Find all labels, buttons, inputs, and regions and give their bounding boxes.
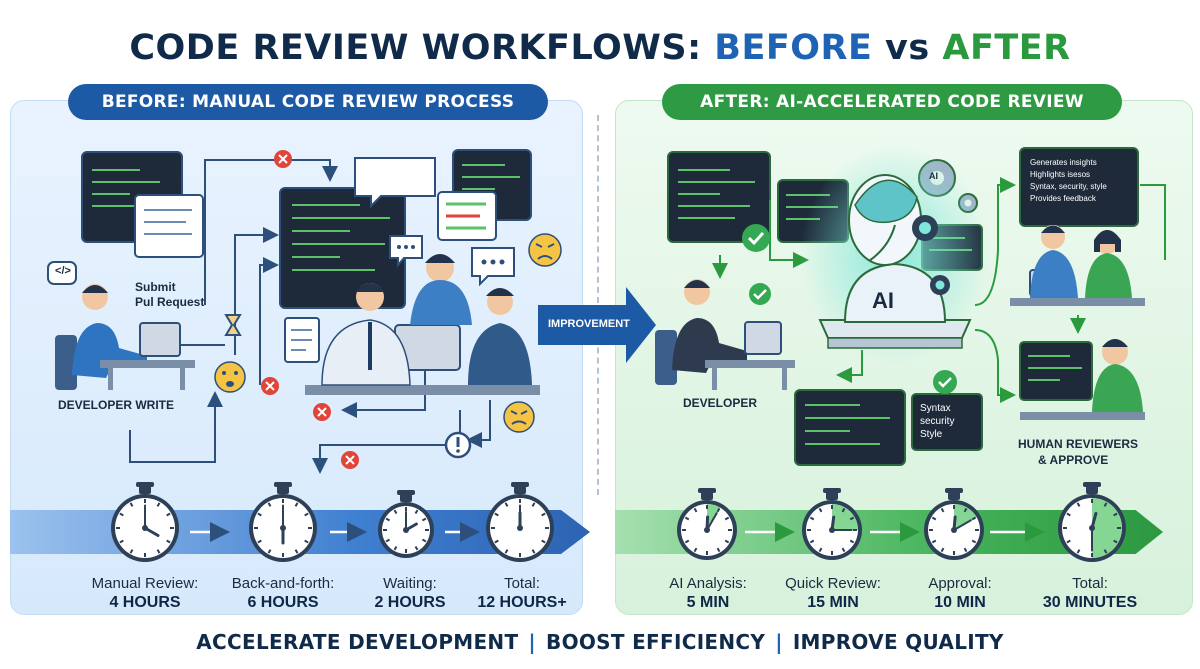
before-pr-document [134,194,204,258]
check-item: security [920,416,955,427]
footer-separator: | [528,630,537,654]
insight-item: Provides feedback [1030,194,1096,203]
alert-icon [444,431,472,459]
stopwatch-icon [924,488,984,560]
before-developer-label: DEVELOPER WRITE [58,398,175,412]
error-x-icon [341,451,359,469]
annoyed-face-icon [503,401,535,433]
after-stage-ai-analysis: AI Analysis: 5 MIN [638,575,778,612]
before-reviewer-group [305,254,540,395]
before-stopwatches [111,482,554,562]
document-stack-icon [284,317,320,363]
reviewers-label-line1: HUMAN REVIEWERS [1018,437,1139,451]
speech-bubble-3 [471,247,515,287]
stage-name: Quick Review: [785,575,881,592]
stage-name: Manual Review: [91,575,199,592]
after-reviewer-bottom [1019,339,1145,420]
footer-item: BOOST EFFICIENCY [546,630,766,654]
error-x-icon [274,150,292,168]
after-stopwatches [677,482,1126,562]
after-stage-quick-review: Quick Review: 15 MIN [763,575,903,612]
speech-bubble-2 [389,235,423,268]
before-stage-total: Total: 12 HOURS+ [452,575,592,612]
code-tag-label: </> [55,265,71,277]
title-before-word: BEFORE [714,28,873,68]
ai-label: AI [872,288,894,313]
before-stage-back-and-forth: Back-and-forth: 6 HOURS [213,575,353,612]
after-developer-label: DEVELOPER [683,396,758,410]
insights-list: Generates insights Highlights isesos Syn… [1030,157,1107,205]
stage-name: Total: [1072,575,1108,592]
after-developer-figure [655,279,795,390]
anxious-face-icon [214,361,246,393]
improvement-label: IMPROVEMENT [548,318,630,330]
insights-panel [1019,147,1139,227]
stage-name: Approval: [928,575,992,592]
stage-value: 10 MIN [934,594,986,611]
after-code-window-4 [794,389,906,466]
stage-name: Back-and-forth: [231,575,335,592]
reviewers-label-line2: & APPROVE [1038,453,1109,467]
stage-value: 2 HOURS [374,594,446,611]
ai-gear-label: AI [929,171,938,181]
insight-item: Highlights isesos [1030,170,1091,179]
check-item: Style [920,429,943,440]
speech-bubble-1 [354,157,436,209]
stopwatch-icon [378,490,434,558]
stopwatch-icon [802,488,862,560]
main-title: CODE REVIEW WORKFLOWS: BEFORE vs AFTER [0,28,1200,68]
before-developer-figure [55,284,195,390]
insight-item: Generates insights [1030,158,1097,167]
checks-panel [911,393,983,451]
checks-list: Syntax security Style [920,402,954,441]
check-icon [742,224,770,252]
footer-item: ACCELERATE DEVELOPMENT [196,630,519,654]
submit-label-line2: Pul Request [135,295,205,309]
submit-label-line1: Submit [135,280,176,294]
before-comment-panel [437,191,497,241]
stopwatch-icon [677,488,737,560]
check-item: Syntax [920,403,951,414]
footer-item: IMPROVE QUALITY [792,630,1004,654]
before-stage-waiting: Waiting: 2 HOURS [340,575,480,612]
stage-name: AI Analysis: [669,575,747,592]
stopwatch-icon [486,482,554,562]
stopwatch-icon [1058,482,1126,562]
code-tag-bubble [47,261,77,285]
after-code-window-1 [667,151,771,243]
after-header: AFTER: AI-ACCELERATED CODE REVIEW [662,84,1122,120]
error-x-icon [261,377,279,395]
stage-value: 4 HOURS [109,594,181,611]
stage-value: 12 HOURS+ [477,594,567,611]
stage-value: 30 MINUTES [1042,594,1138,611]
angry-face-icon [528,233,562,267]
stage-name: Waiting: [383,575,437,592]
stage-value: 6 HOURS [247,594,319,611]
check-icon [933,370,957,394]
stage-name: Total: [504,575,540,592]
error-x-icon [313,403,331,421]
improvement-arrow [538,287,656,363]
before-code-window-2 [279,187,406,309]
before-flow-arrows [129,159,491,474]
stopwatch-icon [111,482,179,562]
footer-separator: | [775,630,783,654]
stage-value: 5 MIN [686,594,730,611]
check-icon [749,283,771,305]
stopwatch-icon [249,482,317,562]
title-prefix: CODE REVIEW WORKFLOWS: [129,28,715,68]
stage-value: 15 MIN [807,594,859,611]
ai-robot [800,145,990,365]
hourglass-icon [224,314,242,336]
title-after-word: AFTER [942,28,1071,68]
after-stage-approval: Approval: 10 MIN [890,575,1030,612]
insight-item: Syntax, security, style [1030,182,1107,191]
title-vs: vs [872,28,943,68]
footer-tagline: ACCELERATE DEVELOPMENT | BOOST EFFICIENCY |… [0,630,1200,654]
after-reviewers-top [1010,225,1145,306]
after-stage-total: Total: 30 MINUTES [1020,575,1160,612]
before-header: BEFORE: MANUAL CODE REVIEW PROCESS [68,84,548,120]
before-stage-manual-review: Manual Review: 4 HOURS [75,575,215,612]
